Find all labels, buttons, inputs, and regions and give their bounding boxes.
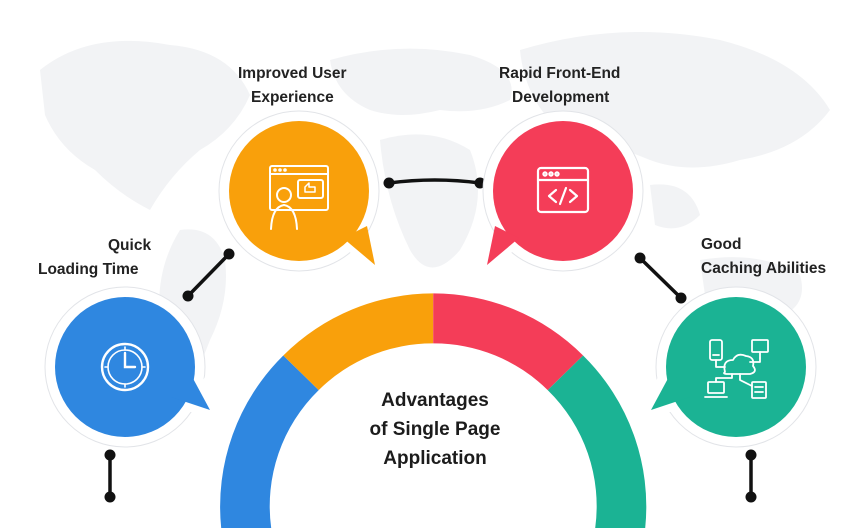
- connector-ux-to-rapid: [387, 178, 482, 185]
- label-caching-line1: Good: [701, 236, 742, 253]
- bubble-good-caching: [640, 286, 817, 448]
- ring-segment-orange: [283, 293, 434, 391]
- ring-segment-green: [547, 355, 647, 528]
- center-title-line2: of Single Page: [369, 419, 501, 440]
- connectors: [108, 178, 753, 499]
- bubble-rapid-frontend: [478, 110, 644, 280]
- center-ring: [220, 293, 647, 528]
- center-title-line1: Advantages: [381, 390, 489, 411]
- label-rapid-line2: Development: [512, 89, 610, 106]
- connector-dots: [104, 177, 757, 503]
- connector-rapid-to-caching: [638, 256, 683, 300]
- ring-segment-blue: [220, 355, 319, 528]
- label-caching-line2: Caching Abilities: [701, 260, 827, 277]
- bubble-improved-ux: [218, 110, 384, 280]
- center-title: Advantages of Single Page Application: [330, 386, 540, 473]
- center-title-line3: Application: [383, 448, 487, 469]
- user-feedback-icon: [269, 165, 329, 230]
- label-quick-line1: Quick: [108, 237, 152, 254]
- network-cache-icon: [704, 339, 769, 399]
- label-ux-line2: Experience: [251, 89, 334, 106]
- bubble-quick-loading: [44, 286, 223, 448]
- label-rapid-line1: Rapid Front-End: [499, 65, 621, 82]
- ring-segment-red: [433, 293, 584, 391]
- connector-quick-to-ux: [186, 252, 231, 298]
- code-window-icon: [536, 166, 590, 214]
- label-quick-line2: Loading Time: [38, 261, 139, 278]
- label-ux-line1: Improved User: [238, 65, 347, 82]
- clock-icon: [100, 342, 150, 392]
